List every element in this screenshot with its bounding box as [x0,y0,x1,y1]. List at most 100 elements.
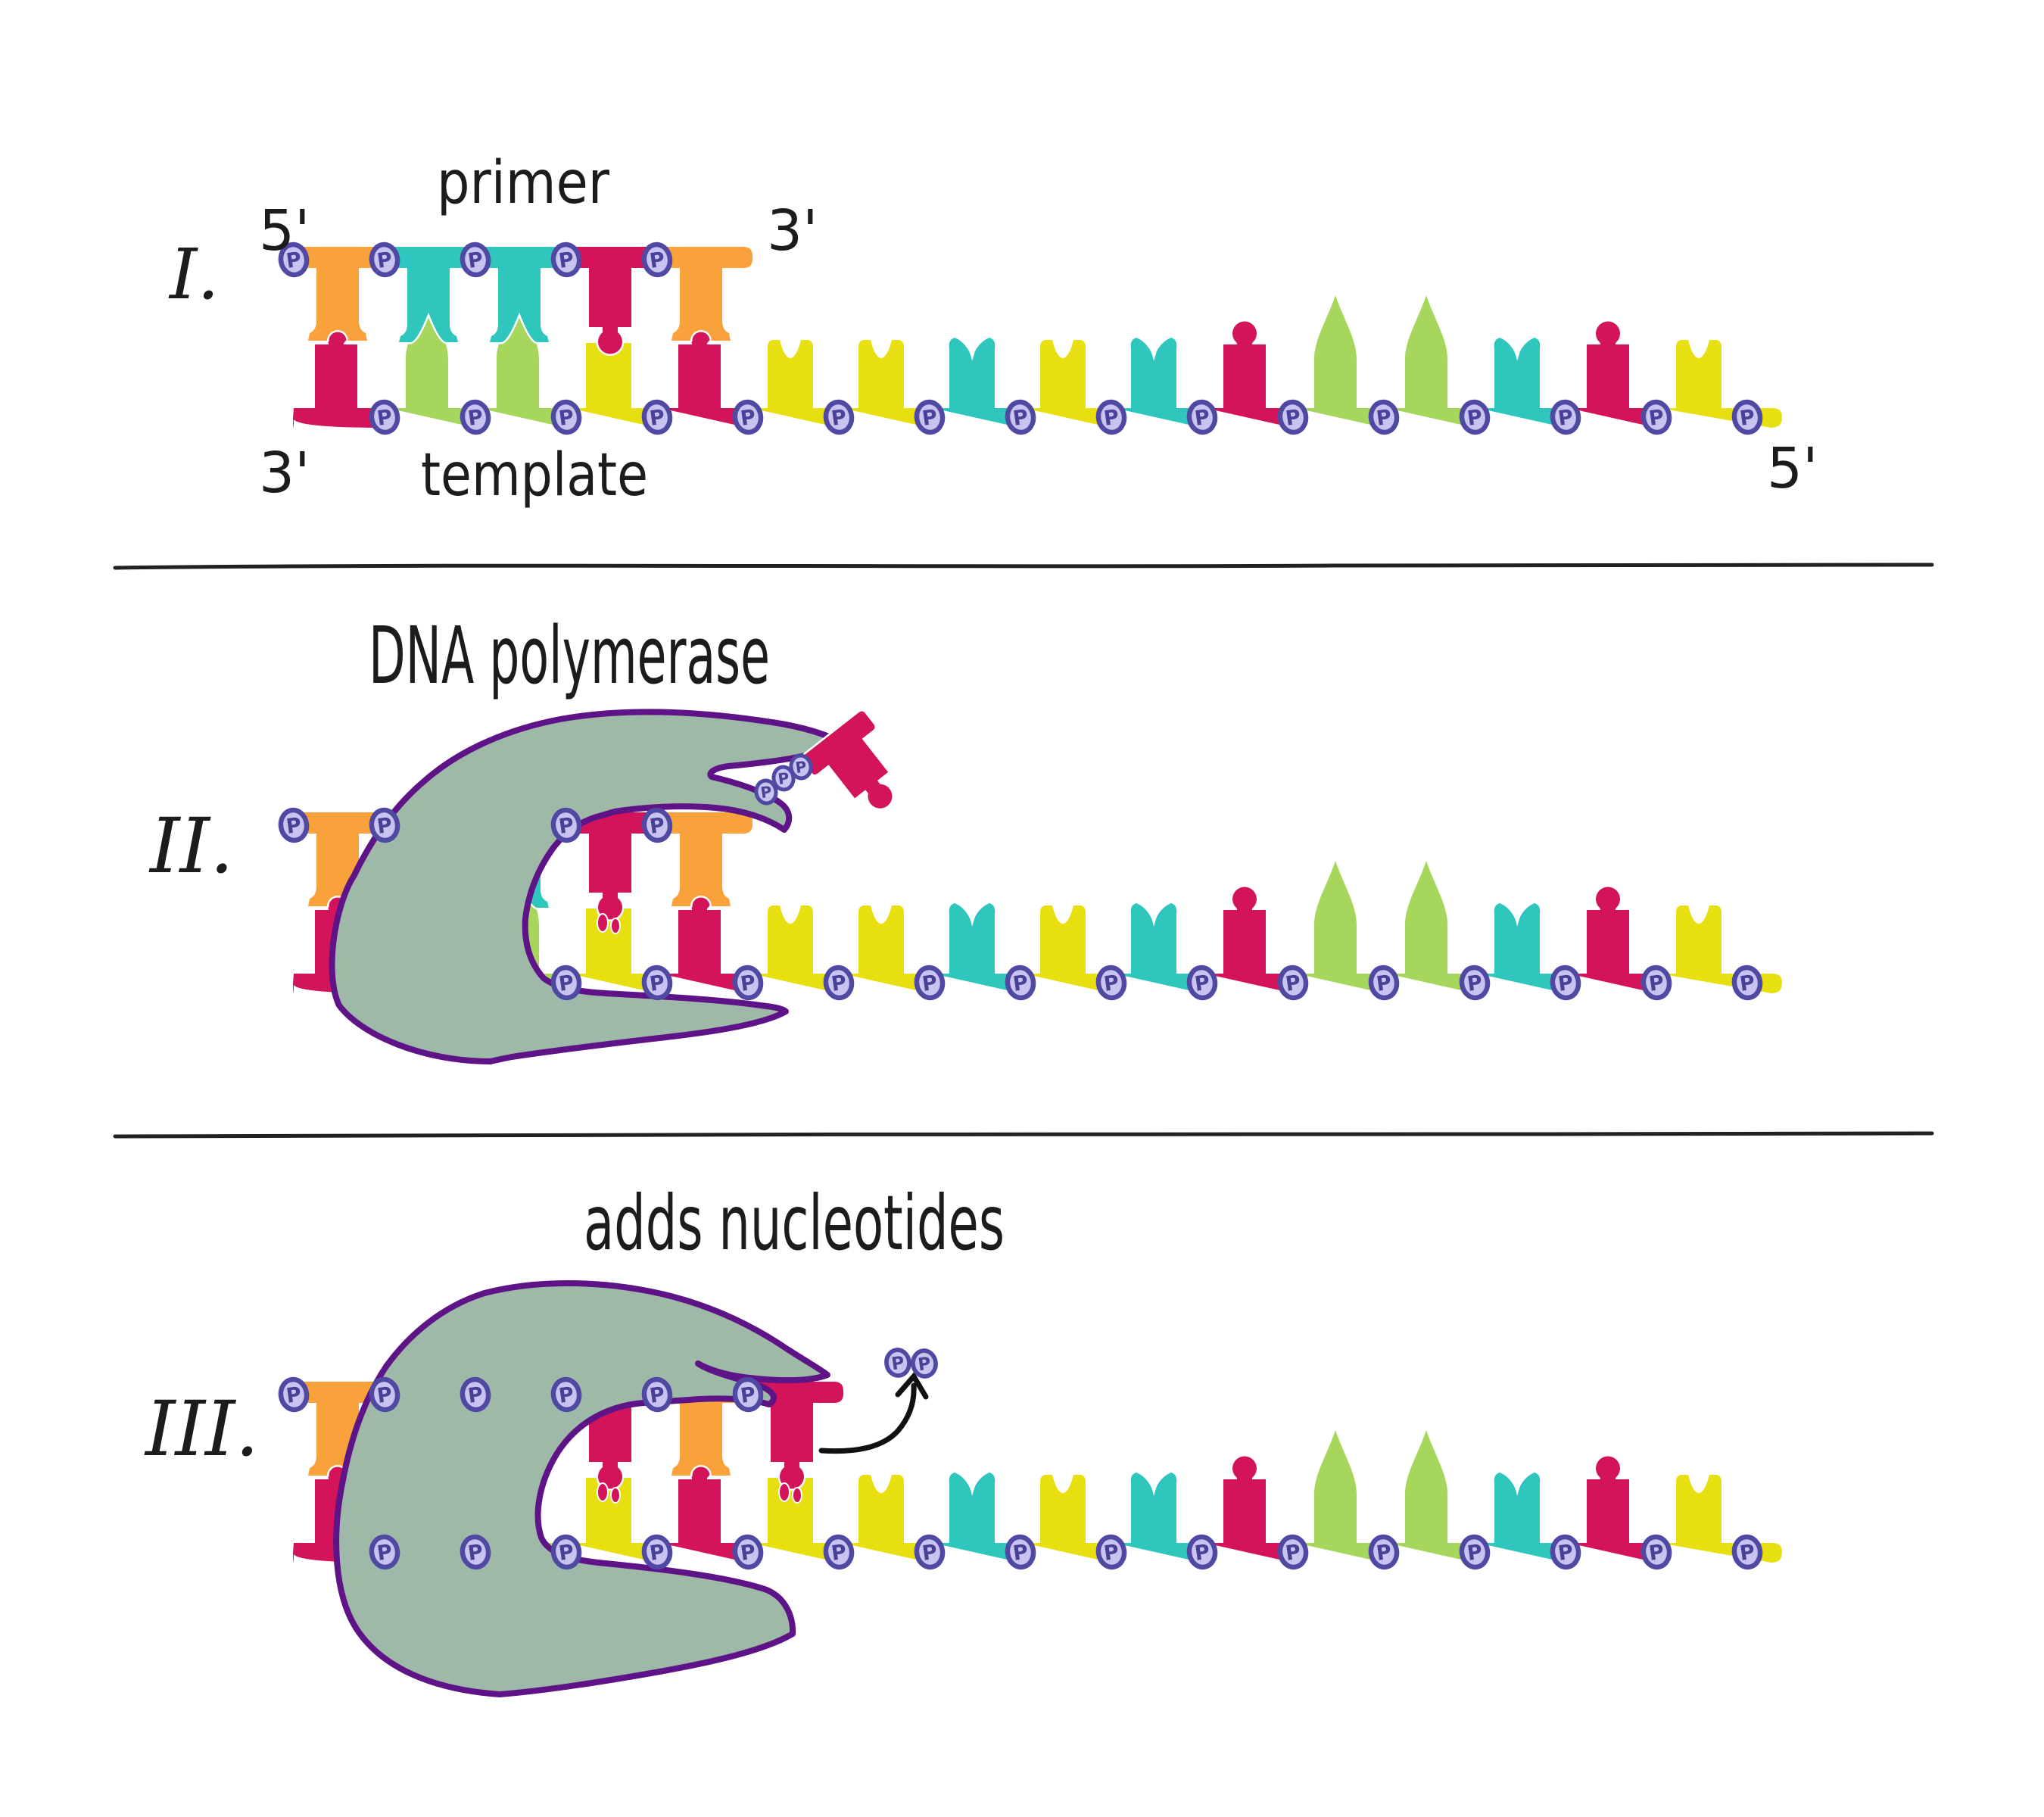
phosphate: P [1186,1534,1218,1570]
pyrophosphate-release-arrow [818,1382,917,1454]
phosphate: P [460,399,491,435]
bond-drip [597,913,609,933]
phosphate: P [1459,965,1491,1001]
svg-text:P: P [375,1382,394,1407]
phosphate: P [1005,1534,1036,1570]
phosphate: P [1368,965,1400,1001]
svg-text:P: P [1738,1540,1756,1565]
svg-text:P: P [557,248,575,273]
panel-3-numeral: III. [144,1385,259,1473]
template-base-8-teal [930,335,1023,430]
template-base-15-crimson [1566,885,1659,996]
svg-text:P: P [1556,971,1575,996]
phosphate: P [550,807,582,843]
template-base-13-green [1385,1428,1477,1565]
template-base-9-yellow [1021,1473,1114,1565]
svg-text:P: P [917,1354,932,1375]
svg-text:P: P [466,405,485,430]
svg-text:P: P [557,813,575,838]
phosphate: P [1095,399,1127,435]
phosphate: P [1277,1534,1309,1570]
panel-1-strands [291,245,1784,430]
template-base-8-teal [930,1470,1023,1565]
svg-text:P: P [921,405,939,430]
svg-text:P: P [739,971,757,996]
phosphate: P [823,1534,855,1570]
phosphate: P [1005,399,1036,435]
phosphate: P [278,242,310,278]
primer-base-4-crimson [570,245,650,356]
phosphate: P [911,1348,938,1379]
template-base-7-yellow [840,338,932,430]
phosphate: P [550,1534,582,1570]
phosphate: P [914,399,946,435]
template-base-16-yellow [1657,1473,1784,1565]
template-base-11-crimson [1203,885,1295,996]
svg-text:P: P [1556,405,1575,430]
template-label: template [421,441,648,510]
primer-base-4-crimson [570,810,650,921]
template-base-10-teal [1112,335,1204,430]
svg-text:P: P [1466,405,1484,430]
phosphate: P [1368,399,1400,435]
svg-text:P: P [1284,1540,1302,1565]
svg-text:P: P [777,768,790,788]
svg-text:P: P [1102,1540,1120,1565]
phosphate: P [641,242,673,278]
phosphate: P [1459,399,1491,435]
svg-text:P: P [1102,405,1120,430]
svg-text:P: P [1647,405,1665,430]
svg-text:P: P [1375,405,1393,430]
phosphate: P [369,1376,400,1413]
panel-2-numeral: II. [148,802,234,890]
phosphate: P [460,242,491,278]
template-base-12-green [1294,859,1386,996]
svg-text:P: P [1738,971,1756,996]
svg-text:P: P [890,1353,905,1374]
primer-strand [298,245,755,356]
svg-text:P: P [1284,971,1302,996]
primer-base-5-orange [661,1379,741,1478]
svg-text:P: P [557,971,575,996]
bond-drip [610,918,621,934]
phosphate: P [1640,965,1672,1001]
phosphate: P [641,807,673,843]
svg-text:P: P [648,971,666,996]
phosphate: P [789,753,813,781]
phosphate: P [1550,965,1581,1001]
adds-nucleotides-label: adds nucleotides [584,1179,1005,1267]
template-base-10-teal [1112,1470,1204,1565]
phosphate: P [1731,1534,1763,1570]
phosphate: P [1277,965,1309,1001]
phosphate: P [550,965,582,1001]
template-base-7-yellow [840,1473,932,1565]
phosphate: P [278,1376,310,1413]
phosphate: P [732,1376,764,1413]
bond-drip [610,1487,621,1504]
svg-text:P: P [557,1382,575,1407]
svg-text:P: P [375,248,394,273]
svg-text:P: P [1466,971,1484,996]
template-base-16-yellow [1657,903,1784,996]
primer-base-1-orange [298,245,378,343]
svg-text:P: P [466,1382,485,1407]
primer-3-end-label: 3' [767,198,818,263]
phosphate: P [1368,1534,1400,1570]
svg-text:P: P [1556,1540,1575,1565]
dna-polymerase-hand [329,709,845,1064]
svg-text:P: P [648,1382,666,1407]
phosphate: P [550,242,582,278]
phosphate: P [914,965,946,1001]
svg-text:P: P [285,248,303,273]
bond-drip [597,1482,609,1502]
incoming-nucleotide: PPP [754,709,894,811]
template-5-end-label: 5' [1767,436,1818,501]
template-base-15-crimson [1566,319,1659,430]
